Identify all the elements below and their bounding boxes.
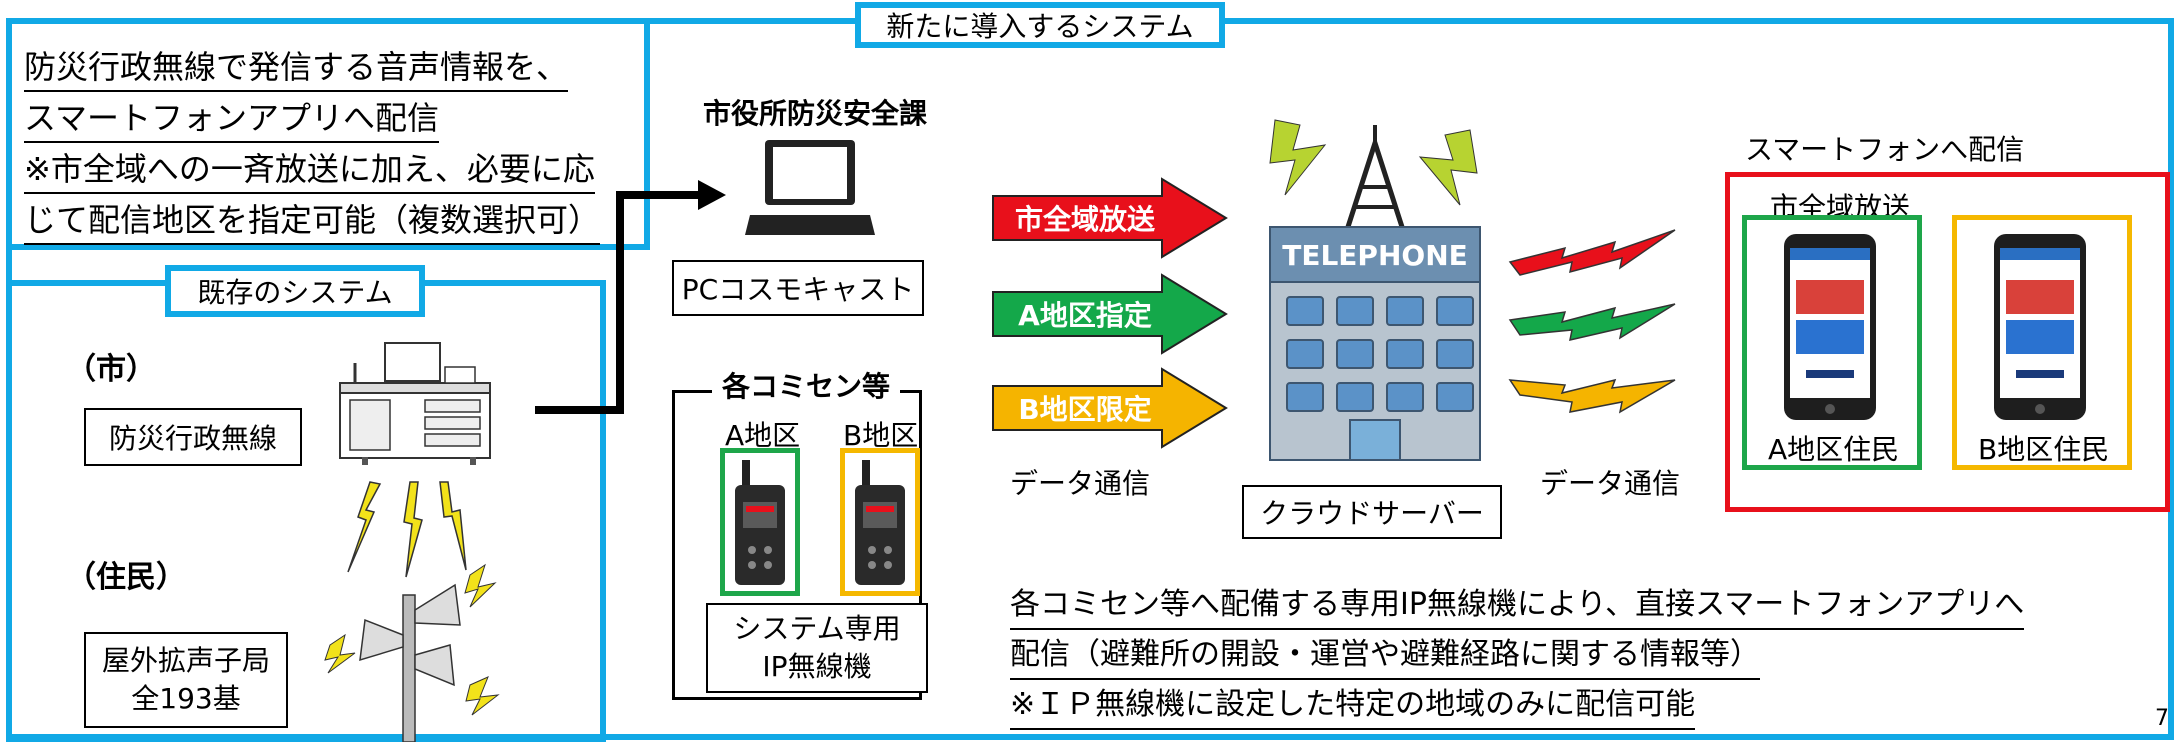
residents-label: （住民）: [66, 560, 186, 595]
broadcast-arrow-citywide: [992, 177, 1228, 259]
device-label-box: システム専用 IP無線機: [706, 603, 928, 693]
smartphone-icon: [1784, 234, 1876, 420]
note-line-2: スマートフォンアプリへ配信: [24, 95, 440, 143]
building-sign: TELEPHONE: [1282, 239, 1468, 272]
city-office-label: 市役所防災安全課: [703, 97, 928, 130]
note-box-frame: [6, 18, 650, 250]
new-system-tab-label: 新たに導入するシステム: [886, 10, 1194, 43]
walkie-talkie-icon: [735, 460, 785, 585]
server-label: クラウドサーバー: [1260, 497, 1484, 530]
bottom-note: 各コミセン等へ配備する専用IP無線機により、直接スマートフォンアプリへ 配信（避…: [1010, 580, 2025, 730]
resident-b-frame: [1952, 215, 2132, 470]
server-label-box: クラウドサーバー: [1242, 485, 1502, 539]
community-center-title: 各コミセン等: [712, 365, 901, 405]
broadcast-label-b: B地区限定: [1018, 393, 1152, 426]
radio-label-box: 防災行政無線: [84, 408, 302, 466]
broadcast-label-a: A地区指定: [1018, 299, 1152, 332]
speaker-label-line-1: 屋外拡声子局: [101, 644, 270, 677]
resident-a-frame: [1742, 215, 1922, 470]
broadcast-arrow-a: [992, 273, 1228, 355]
resident-a-label: A地区住民: [1768, 433, 1900, 466]
device-label-line-2: IP無線機: [762, 650, 872, 683]
district-a-frame: [720, 448, 800, 596]
pc-label: PCコスモキャスト: [681, 273, 915, 306]
district-a-label: A地区: [725, 419, 801, 452]
note-text: 防災行政無線で発信する音声情報を、 スマートフォンアプリへ配信 ※市全域への一斉…: [24, 42, 601, 246]
data-comm-right: データ通信: [1540, 467, 1681, 500]
broadcast-arrow-b: [992, 367, 1228, 449]
bottom-note-line-3: ※ＩＰ無線機に設定した特定の地域のみに配信可能: [1010, 682, 1696, 730]
bottom-note-line-2: 配信（避難所の開設・運営や避難経路に関する情報等）: [1010, 632, 1760, 680]
district-b-label: B地区: [843, 419, 919, 452]
resident-b-label: B地区住民: [1978, 433, 2110, 466]
note-line-1: 防災行政無線で発信する音声情報を、: [24, 44, 569, 92]
lightning-icon: [347, 481, 467, 578]
smartphone-title: スマートフォンへ配信: [1745, 133, 2025, 166]
note-line-3: ※市全域への一斉放送に加え、必要に応: [24, 146, 595, 194]
radio-label: 防災行政無線: [108, 422, 277, 455]
page-number: 7: [2155, 706, 2169, 731]
speaker-label-line-2: 全193基: [131, 682, 241, 715]
loudspeaker-icon: [324, 563, 500, 742]
pc-label-box: PCコスモキャスト: [672, 260, 924, 316]
speaker-label-box: 屋外拡声子局 全193基: [84, 632, 288, 728]
laptop-icon: [745, 140, 875, 235]
district-b-frame: [840, 448, 920, 596]
data-comm-left: データ通信: [1010, 467, 1151, 500]
radio-station-icon: [339, 342, 491, 465]
bottom-note-line-1: 各コミセン等へ配備する専用IP無線機により、直接スマートフォンアプリへ: [1010, 582, 2025, 630]
note-line-4: じて配信地区を指定可能（複数選択可）: [24, 197, 601, 245]
signal-wave-icon: [1508, 229, 1676, 414]
broadcast-label-citywide: 市全域放送: [1014, 203, 1155, 236]
smartphone-icon: [1994, 234, 2086, 420]
device-label-line-1: システム専用: [733, 612, 901, 645]
connector-arrow: [535, 180, 726, 414]
existing-system-tab: 既存のシステム: [165, 265, 425, 317]
city-label: （市）: [66, 352, 156, 387]
smartphone-red-frame: [1725, 172, 2170, 512]
new-system-tab: 新たに導入するシステム: [855, 2, 1225, 48]
walkie-talkie-icon: [855, 460, 905, 585]
telephone-building-icon: TELEPHONE: [1269, 119, 1481, 461]
existing-system-tab-label: 既存のシステム: [197, 276, 393, 309]
